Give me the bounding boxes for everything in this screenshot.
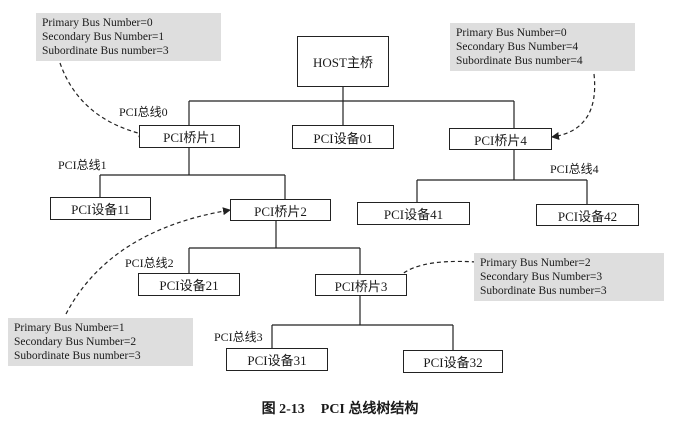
pci-bridge-3-node: PCI桥片3 [315, 274, 407, 296]
note-line: Secondary Bus Number=2 [14, 336, 137, 348]
pci-device-32-node: PCI设备32 [403, 350, 503, 373]
note-bridge2-bus-numbers: Primary Bus Number=1 Secondary Bus Numbe… [8, 318, 193, 366]
note-arrow-bridge3 [394, 260, 477, 283]
note-line: Secondary Bus Number=3 [480, 271, 603, 283]
pci-device-21-node: PCI设备21 [138, 273, 240, 296]
note-line: Subordinate Bus number=4 [456, 55, 583, 67]
note-line: Secondary Bus Number=1 [42, 31, 165, 43]
note-line: Subordinate Bus number=3 [42, 45, 169, 57]
bus-4-label: PCI总线4 [550, 162, 599, 176]
bus-0-label: PCI总线0 [119, 105, 168, 119]
figure-number: 图 2-13 [261, 402, 305, 417]
bus-2-label: PCI总线2 [125, 256, 174, 270]
note-bridge3-bus-numbers: Primary Bus Number=2 Secondary Bus Numbe… [474, 253, 664, 301]
note-line: Primary Bus Number=0 [456, 27, 567, 39]
note-line: Subordinate Bus number=3 [480, 285, 607, 297]
note-bridge1-bus-numbers: Primary Bus Number=0 Secondary Bus Numbe… [36, 13, 221, 61]
pci-device-01-node: PCI设备01 [292, 125, 394, 149]
bus-3-label: PCI总线3 [214, 330, 263, 344]
host-bridge-node: HOST主桥 [297, 36, 389, 87]
note-arrow-bridge2 [65, 207, 231, 315]
pci-device-11-node: PCI设备11 [50, 197, 151, 220]
figure-caption: 图 2-13 PCI 总线树结构 [0, 398, 680, 418]
bus-1-label: PCI总线1 [58, 158, 107, 172]
pci-bridge-2-node: PCI桥片2 [230, 199, 331, 221]
pci-device-41-node: PCI设备41 [357, 202, 470, 225]
note-line: Subordinate Bus number=3 [14, 350, 141, 362]
pci-bridge-4-node: PCI桥片4 [449, 128, 552, 150]
pci-device-31-node: PCI设备31 [226, 348, 328, 371]
note-line: Primary Bus Number=2 [480, 257, 591, 269]
note-line: Primary Bus Number=0 [42, 17, 153, 29]
note-arrow-bridge4 [551, 73, 596, 140]
note-line: Secondary Bus Number=4 [456, 41, 579, 53]
figure-title: PCI 总线树结构 [320, 402, 419, 417]
note-line: Primary Bus Number=1 [14, 322, 125, 334]
note-arrow-bridge1 [59, 62, 147, 138]
note-bridge4-bus-numbers: Primary Bus Number=0 Secondary Bus Numbe… [450, 23, 635, 71]
pci-bridge-1-node: PCI桥片1 [139, 125, 240, 148]
pci-device-42-node: PCI设备42 [536, 204, 639, 226]
